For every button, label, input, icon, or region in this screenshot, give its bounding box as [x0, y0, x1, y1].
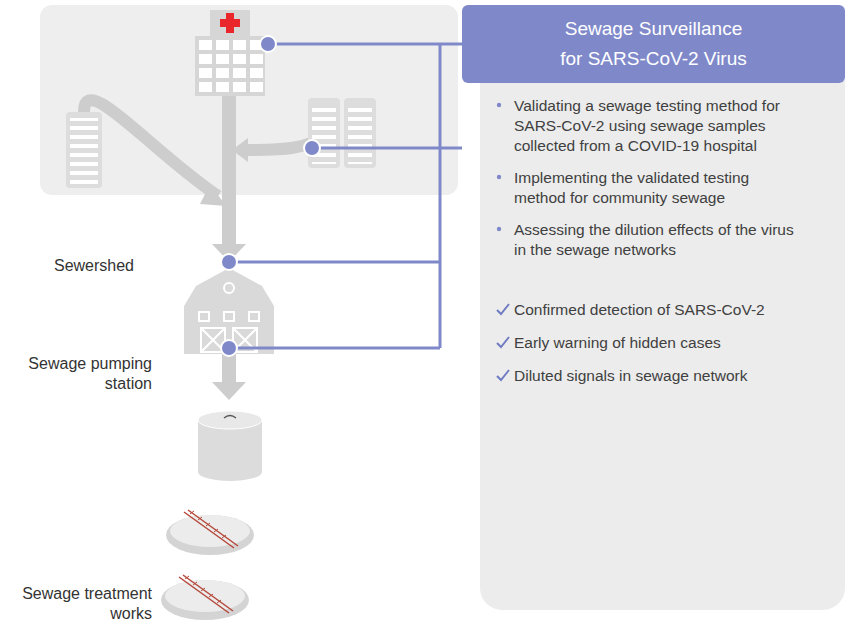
flow-arrow	[84, 100, 218, 196]
list-item: Assessing the dilution effects of the vi…	[494, 220, 823, 260]
place-label: Sewage pumping station	[22, 354, 152, 394]
list-item: Implementing the validated testing metho…	[494, 168, 823, 208]
list-marker	[494, 300, 514, 318]
sewer-pipe	[212, 96, 246, 400]
list-text: Validating a sewage testing method for S…	[514, 96, 799, 156]
bullet-dot	[494, 220, 512, 238]
check-mark	[494, 333, 512, 351]
place-label: Sewershed	[14, 256, 134, 276]
list-item: Validating a sewage testing method for S…	[494, 96, 823, 156]
list-marker	[494, 168, 514, 186]
sewershed-region	[40, 5, 458, 195]
list-text: Early warning of hidden cases	[514, 333, 799, 353]
check-mark	[494, 300, 512, 318]
list-text: Assessing the dilution effects of the vi…	[514, 220, 799, 260]
list-marker	[494, 96, 514, 114]
residential-building	[308, 98, 376, 168]
list-item: Confirmed detection of SARS-CoV-2	[494, 300, 823, 320]
treatment-tank	[198, 411, 262, 481]
list-text: Implementing the validated testing metho…	[514, 168, 799, 208]
bullet-dot	[494, 96, 512, 114]
bullet-dot	[494, 168, 512, 186]
residential-building	[66, 112, 102, 188]
panel-header: Sewage Surveillance for SARS-CoV-2 Virus	[462, 5, 845, 83]
list-text: Diluted signals in sewage network	[514, 366, 799, 386]
hospital-building	[195, 10, 265, 96]
check-mark	[494, 366, 512, 384]
sampling-line	[229, 44, 462, 348]
list-marker	[494, 366, 514, 384]
clarifier	[161, 575, 249, 620]
list-marker	[494, 333, 514, 351]
sampling-point	[221, 36, 320, 356]
clarifier	[166, 510, 254, 555]
list-item: Diluted signals in sewage network	[494, 366, 823, 386]
panel-body: Validating a sewage testing method for S…	[480, 60, 845, 610]
panel-title: Sewage Surveillance for SARS-CoV-2 Virus	[534, 14, 774, 74]
list-text: Confirmed detection of SARS-CoV-2	[514, 300, 799, 320]
list-marker	[494, 220, 514, 238]
list-item: Early warning of hidden cases	[494, 333, 823, 353]
place-label: Sewage treatment works	[12, 584, 152, 624]
